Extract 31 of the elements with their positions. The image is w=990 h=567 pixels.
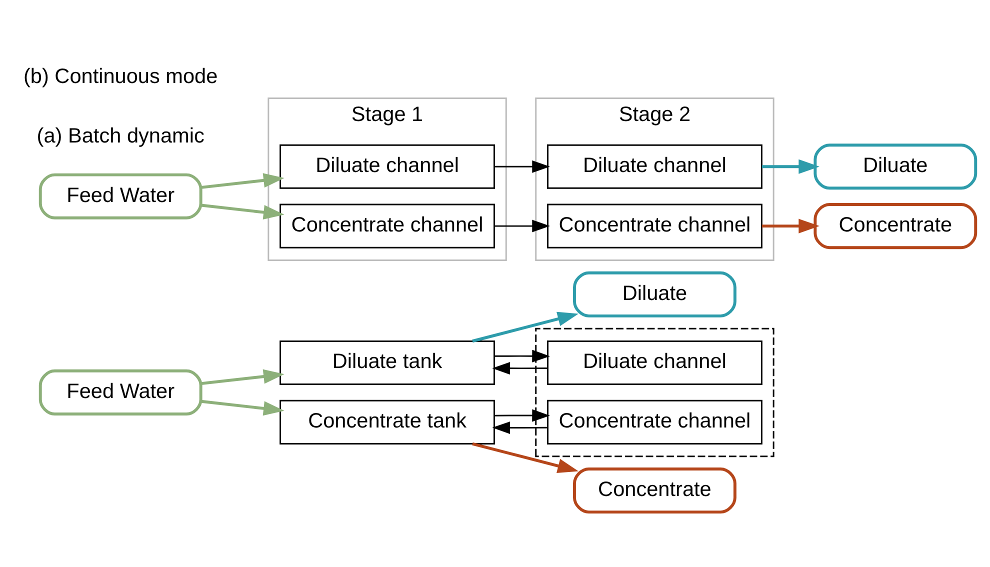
node-box: Feed Water (38, 368, 202, 415)
node-box: Diluate channel (547, 144, 762, 188)
arrow (201, 172, 284, 188)
arrow (494, 408, 550, 422)
node-box: Concentrate channel (280, 203, 495, 248)
node-box: Diluate (814, 143, 978, 190)
node-box: Concentrate channel (547, 399, 762, 444)
arrow (472, 311, 578, 342)
node-box: Concentrate channel (547, 203, 762, 248)
label: (a) Batch dynamic (36, 124, 204, 147)
arrow (494, 349, 550, 362)
arrow (201, 368, 284, 385)
node-box: Diluate channel (280, 144, 495, 188)
arrow (494, 160, 550, 172)
node-box: Feed Water (38, 172, 202, 219)
arrow (762, 158, 820, 174)
arrow (201, 203, 284, 220)
arrow (492, 362, 548, 374)
node-box: Diluate tank (280, 340, 495, 385)
node-box: Concentrate tank (280, 399, 495, 444)
node-box: Concentrate (814, 202, 978, 249)
arrow (494, 219, 550, 232)
arrow (472, 442, 578, 473)
cluster (535, 327, 774, 457)
node-box: Concentrate (573, 466, 736, 514)
arrow (201, 399, 284, 416)
arrow (762, 218, 820, 233)
arrow (492, 420, 548, 434)
label: (b) Continuous mode (23, 64, 218, 88)
node-box: Diluate channel (547, 340, 762, 385)
node-box: Diluate (573, 270, 736, 317)
